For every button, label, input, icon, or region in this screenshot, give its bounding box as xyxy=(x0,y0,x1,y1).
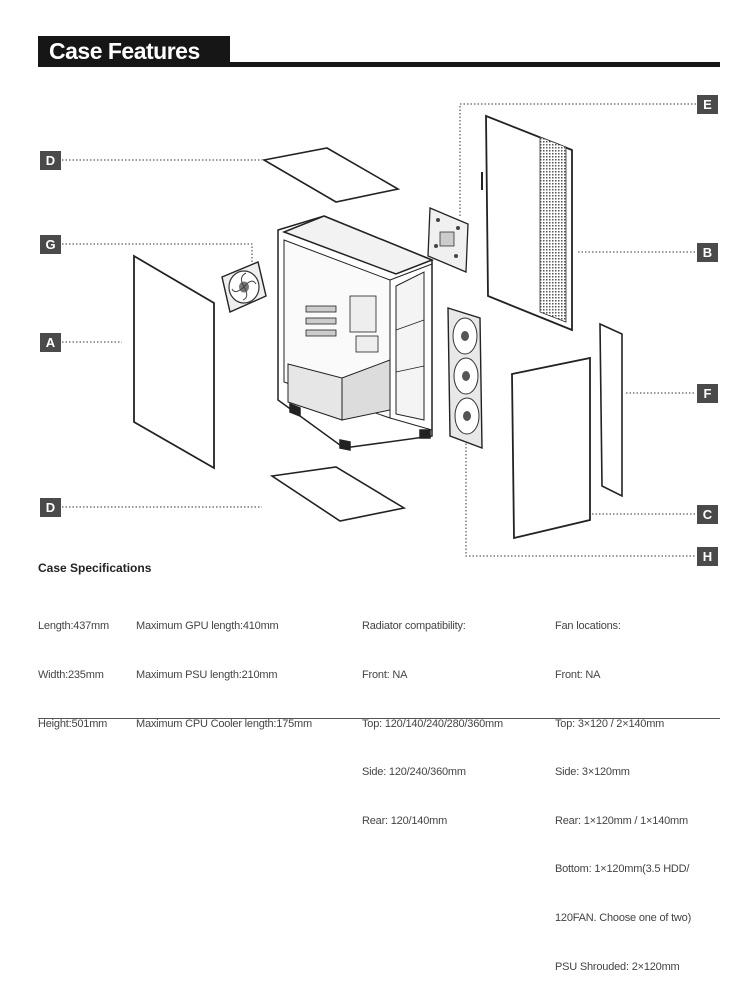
side-mesh-strip xyxy=(599,322,623,498)
section-header: Case Features xyxy=(38,36,720,68)
callout-A: A xyxy=(40,333,61,352)
spec-length: Length:437mm xyxy=(38,620,109,633)
chassis xyxy=(277,215,435,451)
callout-H: H xyxy=(697,547,718,566)
front-panel xyxy=(511,356,591,540)
svg-text:D: D xyxy=(46,153,55,168)
spec-cooler-length: Maximum CPU Cooler length:175mm xyxy=(136,717,312,730)
callout-G: G xyxy=(40,235,61,254)
header-rule xyxy=(38,62,720,67)
radiator-rear: Rear: 120/140mm xyxy=(362,814,448,827)
spec-gpu-length: Maximum GPU length:410mm xyxy=(136,620,279,633)
footer-rule xyxy=(38,718,720,719)
motherboard-tray-plate xyxy=(427,207,469,273)
callout-C: C xyxy=(697,505,718,524)
triple-fan-bracket xyxy=(447,307,483,450)
fans-side: Side: 3×120mm xyxy=(555,766,630,779)
fans-heading: Fan locations: xyxy=(555,620,621,633)
svg-text:D: D xyxy=(46,500,55,515)
callout-B: B xyxy=(697,243,718,262)
side-glass-panel xyxy=(133,254,215,470)
svg-text:G: G xyxy=(45,237,55,252)
exploded-case-diagram: D G A D E B F C H xyxy=(40,95,718,566)
spec-width: Width:235mm xyxy=(38,669,104,682)
svg-text:H: H xyxy=(703,549,712,564)
callout-E: E xyxy=(697,95,718,114)
top-dust-filter xyxy=(261,147,401,203)
mesh-side-panel xyxy=(481,114,573,332)
svg-text:C: C xyxy=(703,507,713,522)
specs-limits: Maximum GPU length:410mm Maximum PSU len… xyxy=(136,586,312,748)
radiator-front: Front: NA xyxy=(362,669,408,682)
fans-psu-shroud: PSU Shrouded: 2×120mm xyxy=(555,960,680,973)
specs-radiator: Radiator compatibility: Front: NA Top: 1… xyxy=(362,586,503,845)
leader-lines xyxy=(62,103,696,557)
page-title: Case Features xyxy=(38,36,230,66)
spec-psu-length: Maximum PSU length:210mm xyxy=(136,669,278,682)
fans-rear: Rear: 1×120mm / 1×140mm xyxy=(555,814,688,827)
fans-bottom-note: 120FAN. Choose one of two) xyxy=(555,912,692,925)
rear-fan xyxy=(221,261,267,313)
fans-bottom: Bottom: 1×120mm(3.5 HDD/ xyxy=(555,863,690,876)
svg-text:B: B xyxy=(703,245,712,260)
radiator-top: Top: 120/140/240/280/360mm xyxy=(362,717,503,730)
specs-title: Case Specifications xyxy=(38,561,152,575)
svg-text:F: F xyxy=(704,386,712,401)
fans-top: Top: 3×120 / 2×140mm xyxy=(555,717,665,730)
radiator-heading: Radiator compatibility: xyxy=(362,620,466,633)
callout-D-bottom: D xyxy=(40,498,61,517)
svg-text:A: A xyxy=(46,335,56,350)
radiator-side: Side: 120/240/360mm xyxy=(362,766,466,779)
svg-text:E: E xyxy=(703,97,712,112)
specs-dimensions: Length:437mm Width:235mm Height:501mm xyxy=(38,586,109,748)
callout-F: F xyxy=(697,384,718,403)
callout-D-top: D xyxy=(40,151,61,170)
bottom-dust-filter xyxy=(269,466,407,522)
fans-front: Front: NA xyxy=(555,669,601,682)
spec-height: Height:501mm xyxy=(38,717,108,730)
specs-fans: Fan locations: Front: NA Top: 3×120 / 2×… xyxy=(555,586,691,991)
